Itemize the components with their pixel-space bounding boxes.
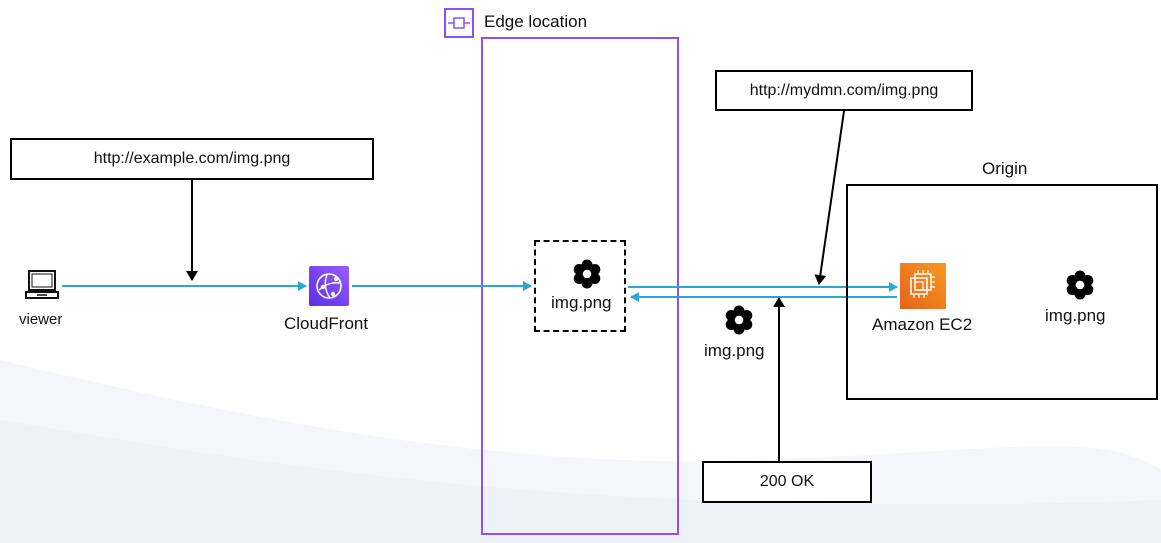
cloudfront-label: CloudFront [284, 314, 369, 333]
origin-request-url-callout: http://mydmn.com/img.png [715, 70, 973, 111]
edge-cache-box [534, 240, 626, 332]
response-status-callout: 200 OK [702, 461, 872, 503]
edge-location-label: Edge location [484, 12, 588, 31]
cloudfront-icon [309, 266, 349, 306]
origin-object-label: img.png [1045, 306, 1106, 325]
flower-icon [1066, 270, 1094, 300]
ec2-label: Amazon EC2 [872, 315, 973, 334]
viewer-request-url-callout: http://example.com/img.png [10, 138, 374, 180]
ec2-icon [900, 263, 946, 309]
origin-request-callout-arrow [814, 110, 845, 285]
viewer-label: viewer [19, 311, 63, 328]
flower-icon [725, 305, 753, 335]
response-object-label: img.png [704, 341, 765, 360]
laptop-icon [25, 270, 59, 299]
origin-request-url: http://mydmn.com/img.png [749, 81, 939, 99]
origin-label: Origin [982, 159, 1028, 178]
response-status: 200 OK [759, 473, 815, 490]
viewer-request-url: http://example.com/img.png [93, 150, 291, 167]
flower-icon [573, 259, 601, 289]
origin-box [846, 184, 1158, 400]
edge-location-icon [444, 8, 474, 38]
cached-object-label: img.png [551, 293, 612, 312]
